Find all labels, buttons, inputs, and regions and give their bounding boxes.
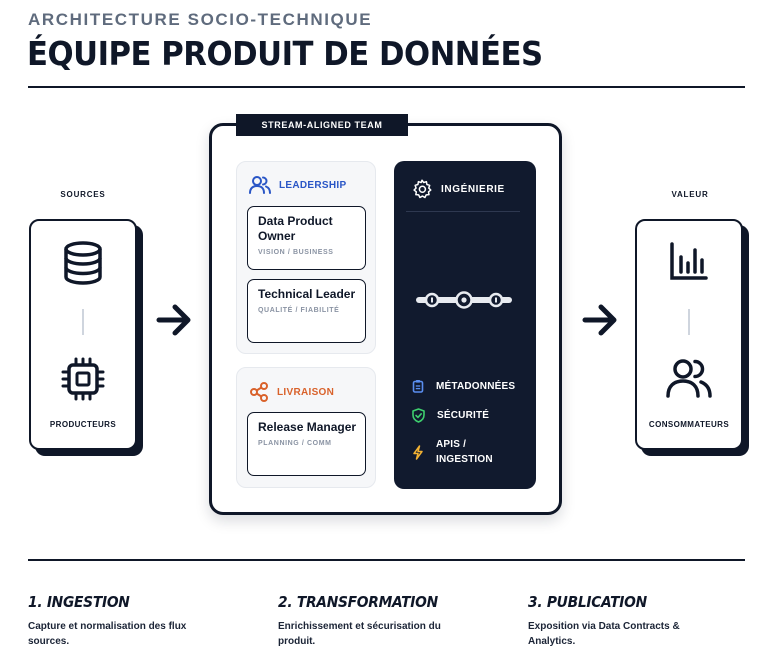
value-separator <box>688 309 690 335</box>
pipeline-icon <box>416 291 512 309</box>
arrow-right-icon <box>156 304 191 336</box>
step-publication: 3. PUBLICATION Exposition via Data Contr… <box>528 593 708 649</box>
page-kicker: ARCHITECTURE SOCIO-TECHNIQUE <box>28 10 373 29</box>
step-transformation: 2. TRANSFORMATION Enrichissement et sécu… <box>278 593 468 649</box>
engineering-divider <box>406 211 520 212</box>
step-description: Enrichissement et sécurisation du produi… <box>278 621 441 647</box>
top-divider <box>28 86 745 88</box>
engineering-item-label: APIS / INGESTION <box>436 439 493 465</box>
engineering-item-apis: APIS / INGESTION <box>412 437 502 467</box>
engineering-title: INGÉNIERIE <box>441 183 505 195</box>
bar-chart-icon <box>670 242 708 280</box>
role-card: Data Product Owner VISION / BUSINESS <box>247 206 366 270</box>
page-title: ÉQUIPE PRODUIT DE DONNÉES <box>27 34 543 73</box>
step-description: Exposition via Data Contracts & Analytic… <box>528 621 680 647</box>
engineering-item-label: MÉTADONNÉES <box>436 381 516 392</box>
share-icon <box>250 382 268 402</box>
step-ingestion: 1. INGESTION Capture et normalisation de… <box>28 593 213 649</box>
engineering-header: INGÉNIERIE <box>412 179 505 199</box>
value-label: VALEUR <box>671 190 709 199</box>
shield-check-icon <box>412 408 425 423</box>
role-subtitle: QUALITÉ / FIABILITÉ <box>258 307 340 314</box>
users-icon <box>666 359 712 398</box>
gear-icon <box>413 179 432 199</box>
chip-icon <box>61 357 105 401</box>
bottom-divider <box>28 559 745 561</box>
leadership-title: LEADERSHIP <box>279 179 347 191</box>
sources-separator <box>82 309 84 335</box>
step-title: 3. PUBLICATION <box>528 593 647 611</box>
role-name: Technical Leader <box>258 287 356 301</box>
value-card: CONSOMMATEURS <box>635 219 743 450</box>
leadership-panel: LEADERSHIP Data Product Owner VISION / B… <box>236 161 376 354</box>
role-subtitle: PLANNING / COMM <box>258 440 332 447</box>
sources-label: SOURCES <box>60 190 106 199</box>
arrow-right-icon <box>582 304 617 336</box>
database-icon <box>64 241 102 285</box>
step-title: 1. INGESTION <box>28 593 130 611</box>
delivery-title: LIVRAISON <box>277 386 335 398</box>
engineering-panel: INGÉNIERIE MÉTADONNÉES SÉCURITÉ APIS / I… <box>394 161 536 489</box>
delivery-header: LIVRAISON <box>249 382 334 402</box>
consumers-label: CONSOMMATEURS <box>648 420 730 429</box>
producers-label: PRODUCTEURS <box>49 420 117 429</box>
role-name: Data Product Owner <box>258 214 333 243</box>
sources-card: PRODUCTEURS <box>29 219 137 450</box>
users-icon <box>249 176 271 194</box>
step-title: 2. TRANSFORMATION <box>278 593 438 611</box>
role-name: Release Manager <box>258 420 357 434</box>
role-card: Technical Leader QUALITÉ / FIABILITÉ <box>247 279 366 343</box>
engineering-item-label: SÉCURITÉ <box>437 410 490 421</box>
engineering-item-security: SÉCURITÉ <box>412 408 489 423</box>
delivery-panel: LIVRAISON Release Manager PLANNING / COM… <box>236 367 376 488</box>
leadership-header: LEADERSHIP <box>249 176 346 194</box>
bolt-icon <box>413 445 423 460</box>
stream-aligned-tag: STREAM-ALIGNED TEAM <box>236 114 408 136</box>
step-description: Capture et normalisation des flux source… <box>28 621 187 647</box>
role-subtitle: VISION / BUSINESS <box>258 249 334 256</box>
engineering-item-metadata: MÉTADONNÉES <box>412 379 515 394</box>
clipboard-icon <box>412 380 424 393</box>
role-card: Release Manager PLANNING / COMM <box>247 412 366 476</box>
